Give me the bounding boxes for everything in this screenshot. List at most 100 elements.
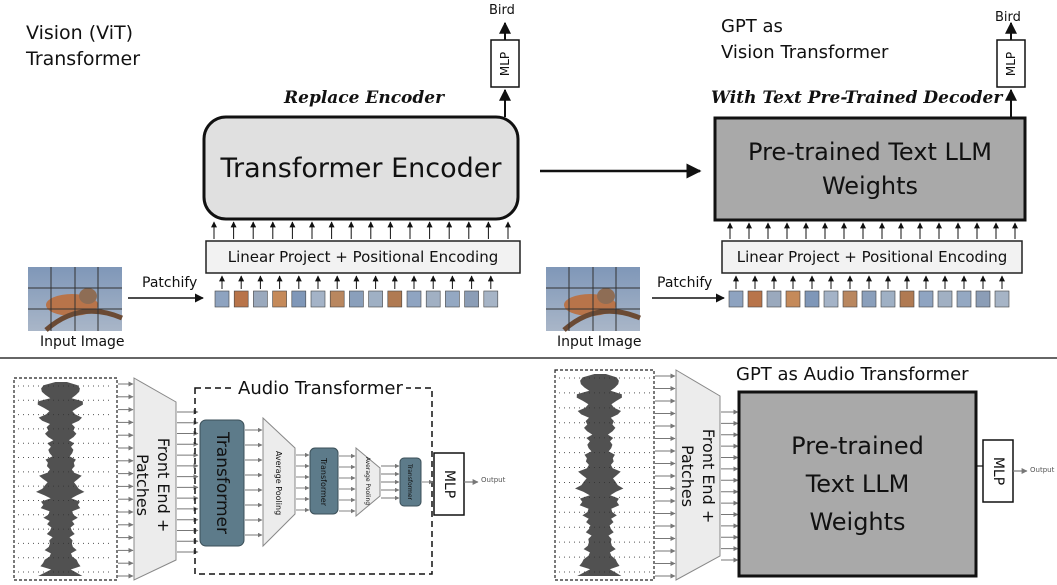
front-end-trapezoid-right: [675, 369, 721, 581]
llm-label-bottom: Pre-trained Text LLM Weights: [739, 392, 976, 576]
image-patch: [880, 290, 896, 308]
transformer-block-3: [399, 457, 422, 507]
audio-transformer-title: Audio Transformer: [235, 378, 406, 399]
mlp-box-bottom-left: [433, 452, 465, 516]
image-patch: [994, 290, 1010, 308]
image-patch: [842, 290, 858, 308]
average-pooling-1: [262, 416, 296, 548]
image-patch: [918, 290, 934, 308]
projection-label-left: Linear Project + Positional Encoding: [227, 248, 499, 266]
transformer-encoder-box: [202, 115, 520, 221]
image-patch: [483, 290, 499, 308]
image-patch: [425, 290, 441, 308]
image-patch: [272, 290, 287, 308]
transformer-block-1: [199, 419, 245, 547]
vit-title: Vision (ViT) Transformer: [26, 20, 140, 72]
spectrogram-left: [13, 377, 118, 581]
image-patch: [349, 290, 364, 308]
average-pooling-2-label: Average Pooling: [364, 456, 372, 506]
mlp-label-top-right: MLP: [1004, 51, 1018, 77]
image-patch: [329, 290, 345, 308]
projection-box-left: [205, 240, 521, 274]
mlp-box-bottom-right: [982, 439, 1014, 503]
llm-box-top: [713, 116, 1027, 222]
spectrogram-to-frontend-arrows-left: [118, 381, 134, 579]
image-patch: [214, 290, 230, 308]
projection-to-llm-arrows-right: [727, 222, 1018, 239]
image-patch: [804, 290, 820, 308]
image-patch: [233, 290, 249, 308]
image-patch: [368, 290, 383, 308]
transformer-block-1-label: Transformer: [212, 431, 232, 534]
image-patch: [310, 290, 326, 308]
patchify-label-left: Patchify: [142, 275, 198, 291]
image-patch: [899, 290, 915, 308]
image-patch: [253, 290, 268, 308]
patch-sequence-left: [214, 290, 499, 308]
image-patch: [975, 290, 991, 308]
vit-title-line1: Vision (ViT): [26, 22, 134, 44]
gpt-vision-title-line2: Vision Transformer: [721, 42, 889, 63]
output-label-right: Output: [1030, 466, 1055, 474]
stage-arrows: [245, 427, 434, 538]
front-end-label-right: Front End + Patches: [675, 399, 721, 553]
bird-label-right: Bird: [995, 10, 1021, 25]
patch-sequence-right: [728, 290, 1010, 308]
image-patch: [728, 290, 744, 308]
image-patch: [956, 290, 972, 308]
front-end-trapezoid-left: [133, 377, 177, 581]
llm-label-top: Pre-trained Text LLM Weights: [715, 118, 1025, 220]
text-decoder-annotation: With Text Pre-Trained Decoder: [711, 88, 1003, 108]
transformer-block-3-label: Transformer: [406, 463, 414, 500]
input-image-right: [546, 267, 641, 332]
transformer-encoder-label: Transformer Encoder: [220, 152, 502, 184]
llm-bottom-line2: Text LLM: [805, 470, 910, 498]
average-pooling-2: [355, 446, 381, 518]
image-patch: [823, 290, 839, 308]
input-image-left: [28, 267, 123, 332]
projection-box-right: [721, 240, 1023, 274]
average-pooling-1-label: Average Pooling: [274, 450, 284, 516]
front-end-right-line1: Front End +: [699, 428, 718, 524]
frontend-to-llm-arrows: [721, 409, 739, 563]
replace-encoder-annotation: Replace Encoder: [284, 88, 445, 108]
mlp-label-top-left: MLP: [498, 51, 512, 77]
image-patch: [464, 290, 479, 308]
mlp-box-top-right: [996, 39, 1026, 88]
transformer-block-2-label: Transformer: [319, 457, 329, 506]
mlp-label-bottom-left: MLP: [441, 469, 457, 499]
output-label-left: Output: [481, 476, 506, 484]
llm-bottom-line1: Pre-trained: [791, 432, 924, 460]
llm-top-line1: Pre-trained Text LLM: [748, 138, 992, 166]
input-image-label-left: Input Image: [40, 334, 125, 350]
patchify-label-right: Patchify: [657, 275, 713, 291]
spectrogram-to-frontend-arrows-right: [655, 373, 676, 579]
image-patch: [766, 290, 782, 308]
projection-to-encoder-arrows-left: [211, 221, 511, 239]
patch-to-projection-arrows-right: [733, 275, 1005, 289]
gpt-vision-title: GPT as Vision Transformer: [721, 14, 888, 66]
front-end-left-line2: Patches: [133, 453, 152, 517]
llm-top-line2: Weights: [821, 172, 919, 200]
image-patch: [937, 290, 953, 308]
image-patch: [387, 290, 403, 308]
transformer-block-2: [309, 447, 339, 515]
spectrogram-right: [554, 369, 655, 581]
gpt-audio-title: GPT as Audio Transformer: [736, 364, 969, 385]
front-end-label-left: Front End + Patches: [130, 412, 176, 558]
llm-box-bottom: [737, 390, 978, 578]
patch-to-projection-arrows-left: [219, 275, 494, 289]
front-end-right-line2: Patches: [678, 444, 697, 508]
vit-title-line2: Transformer: [26, 48, 141, 70]
image-patch: [861, 290, 877, 308]
image-patch: [291, 290, 307, 308]
gpt-vision-title-line1: GPT as: [721, 16, 783, 37]
image-patch: [406, 290, 422, 308]
image-patch: [785, 290, 801, 308]
image-patch: [445, 290, 460, 308]
bird-label-left: Bird: [489, 3, 515, 18]
front-end-left-line1: Front End +: [154, 437, 173, 533]
projection-label-right: Linear Project + Positional Encoding: [736, 248, 1008, 266]
image-patch: [747, 290, 763, 308]
